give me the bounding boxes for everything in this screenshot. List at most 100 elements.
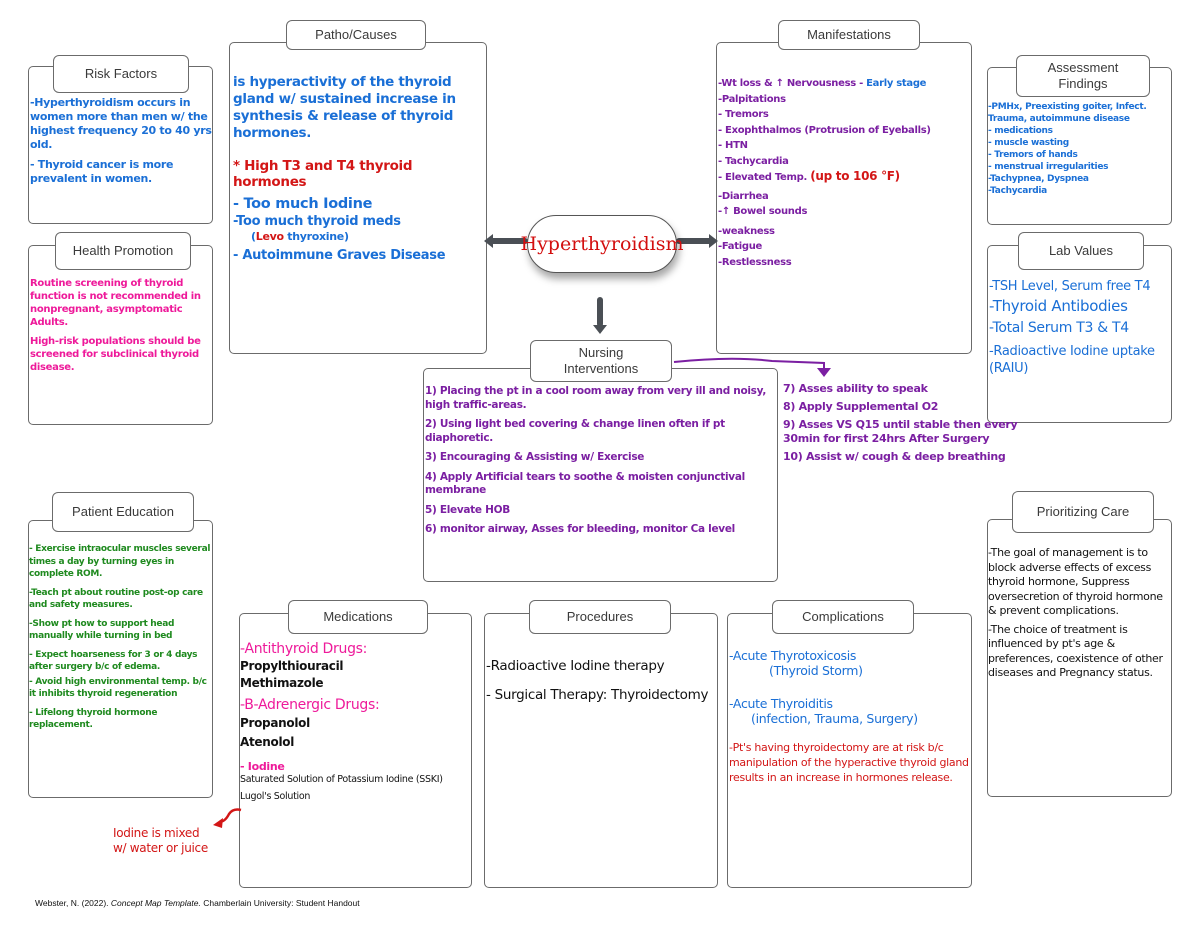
prioritizing-care-box: [987, 519, 1172, 797]
manifestations-box: [716, 42, 972, 354]
med-drug: Saturated Solution of Potassium Iodine (…: [240, 774, 443, 785]
assessment-findings-title: Assessment Findings: [1016, 55, 1150, 97]
education-item: -Teach pt about routine post-op care and…: [29, 587, 203, 611]
connector-right: [676, 238, 712, 244]
intervention-item: 8) Apply Supplemental O2: [783, 400, 939, 413]
procedure-item: -Radioactive Iodine therapy: [486, 658, 665, 674]
manifestation-item: -Wt loss & ↑ Nervousness - Early stage: [718, 76, 974, 92]
connector-down: [597, 297, 603, 327]
manifestation-temp: - Elevated Temp.: [718, 172, 807, 183]
manifestation-item: - HTN: [718, 140, 748, 151]
patho-causes-title: Patho/Causes: [286, 20, 426, 50]
manifestation-item: -weakness: [718, 225, 775, 237]
assessment-item: -Tachycardia: [988, 186, 1047, 196]
lab-value-item: -TSH Level, Serum free T4: [989, 279, 1151, 294]
complication-main: -Acute Thyrotoxicosis: [729, 648, 857, 663]
risk-factors-content: -Hyperthyroidism occurs in women more th…: [30, 96, 212, 186]
patho-causes-content: is hyperactivity of the thyroid gland w/…: [233, 74, 485, 265]
arrowhead-right-icon: [709, 234, 718, 248]
patho-meds-note-rest: thyroxine): [287, 230, 349, 243]
complication-item: -Acute Thyroiditis (infection, Trauma, S…: [729, 696, 973, 726]
arrowhead-down-icon: [593, 325, 607, 334]
manifestation-item: -Fatigue: [718, 241, 763, 252]
complications-title: Complications: [772, 600, 914, 634]
procedures-box: [484, 613, 718, 888]
patient-education-content: - Exercise intraocular muscles several t…: [29, 543, 213, 732]
risk-factor-item: - Thyroid cancer is more prevalent in wo…: [30, 158, 174, 185]
manifestation-item: -↑ Bowel sounds: [718, 206, 808, 217]
intervention-item: 2) Using light bed covering & change lin…: [425, 418, 725, 444]
priority-item: -The choice of treatment is influenced b…: [988, 622, 1163, 680]
patho-meds-note-red: Levo: [255, 230, 284, 243]
iodine-side-note: Iodine is mixed w/ water or juice: [113, 826, 208, 855]
citation-publisher: Chamberlain University: Student Handout: [203, 898, 360, 908]
patho-key-point: * High T3 and T4 thyroid hormones: [233, 158, 413, 190]
manifestation-item: -Palpitations: [718, 93, 786, 105]
citation-author: Webster, N. (2022).: [35, 898, 109, 908]
nursing-interventions-title: Nursing Interventions: [530, 340, 672, 382]
manifestation-item: - Exophthalmos (Protrusion of Eyeballs): [718, 124, 931, 136]
nursing-interventions-continued: 7) Asses ability to speak 8) Apply Suppl…: [783, 382, 1038, 464]
assessment-item: - menstrual irregularities: [988, 162, 1109, 172]
health-promotion-item: Routine screening of thyroid function is…: [30, 278, 201, 328]
health-promotion-content: Routine screening of thyroid function is…: [30, 277, 212, 374]
assessment-findings-content: -PMHx, Preexisting goiter, Infect. Traum…: [988, 101, 1174, 197]
assessment-item: - Tremors of hands: [988, 150, 1078, 160]
assessment-item: - medications: [988, 126, 1053, 136]
med-group-heading: -Antithyroid Drugs:: [240, 641, 368, 657]
complications-box: [727, 613, 972, 888]
intervention-item: 10) Assist w/ cough & deep breathing: [783, 450, 1006, 463]
patho-cause-item: -Too much thyroid meds: [233, 214, 401, 229]
iodine-note-arrow-icon: [213, 808, 242, 828]
manifestations-content: -Wt loss & ↑ Nervousness - Early stage -…: [718, 76, 974, 270]
complication-item: -Acute Thyrotoxicosis (Thyroid Storm): [729, 648, 973, 678]
patho-cause-item: - Autoimmune Graves Disease: [233, 248, 446, 263]
intervention-item: 1) Placing the pt in a cool room away fr…: [425, 385, 767, 411]
patient-education-box: [28, 520, 213, 798]
risk-factor-item: -Hyperthyroidism occurs in women more th…: [30, 96, 212, 151]
patho-meds-note: (Levo thyroxine): [233, 230, 485, 243]
education-item: -Show pt how to support head manually wh…: [29, 618, 175, 642]
connector-left: [488, 238, 528, 244]
med-drug: Methimazole: [240, 676, 324, 690]
assessment-item: - muscle wasting: [988, 138, 1069, 148]
continuation-arrow-icon: [673, 357, 831, 377]
prioritizing-care-title: Prioritizing Care: [1012, 491, 1154, 533]
medications-content: -Antithyroid Drugs: Propylthiouracil Met…: [240, 640, 472, 804]
procedures-content: -Radioactive Iodine therapy - Surgical T…: [486, 658, 718, 704]
complication-sub: (Thyroid Storm): [769, 663, 863, 678]
education-item: - Lifelong thyroid hormone replacement.: [29, 707, 158, 731]
med-group-heading: -B-Adrenergic Drugs:: [240, 697, 380, 713]
procedures-title: Procedures: [529, 600, 671, 634]
health-promotion-item: High-risk populations should be screened…: [30, 336, 201, 373]
lab-values-content: -TSH Level, Serum free T4 -Thyroid Antib…: [989, 278, 1171, 377]
education-item: - Expect hoarseness for 3 or 4 days afte…: [29, 649, 198, 673]
citation-footer: Webster, N. (2022). Concept Map Template…: [35, 898, 360, 908]
education-item: - Exercise intraocular muscles several t…: [29, 544, 211, 579]
medications-title: Medications: [288, 600, 428, 634]
manifestations-title: Manifestations: [778, 20, 920, 50]
arrowhead-left-icon: [484, 234, 493, 248]
lab-value-item: -Thyroid Antibodies: [989, 297, 1128, 315]
lab-value-item: -Total Serum T3 & T4: [989, 320, 1129, 336]
manifestation-first: -Wt loss & ↑ Nervousness -: [718, 78, 863, 89]
lab-value-item: -Radioactive Iodine uptake (RAIU): [989, 344, 1155, 376]
patho-causes-box: [229, 42, 487, 354]
manifestation-item: - Elevated Temp. (up to 106 °F): [718, 169, 974, 186]
med-drug: Lugol's Solution: [240, 791, 311, 802]
assessment-item: -PMHx, Preexisting goiter, Infect. Traum…: [988, 102, 1147, 124]
med-drug: Propanolol: [240, 716, 310, 730]
early-stage-note: Early stage: [866, 78, 927, 89]
manifestation-item: -Diarrhea: [718, 190, 769, 202]
med-drug: Atenolol: [240, 735, 295, 749]
risk-factors-title: Risk Factors: [53, 55, 189, 93]
prioritizing-care-content: -The goal of management is to block adve…: [988, 546, 1174, 681]
intervention-item: 9) Asses VS Q15 until stable then every …: [783, 418, 1018, 445]
lab-values-box: [987, 245, 1172, 423]
nursing-interventions-content: 1) Placing the pt in a cool room away fr…: [425, 385, 775, 537]
lab-values-title: Lab Values: [1018, 232, 1144, 270]
intervention-item: 6) monitor airway, Asses for bleeding, m…: [425, 523, 735, 535]
intervention-item: 4) Apply Artificial tears to soothe & mo…: [425, 470, 745, 497]
intervention-item: 3) Encouraging & Assisting w/ Exercise: [425, 451, 645, 463]
complications-content: -Acute Thyrotoxicosis (Thyroid Storm) -A…: [729, 648, 973, 785]
